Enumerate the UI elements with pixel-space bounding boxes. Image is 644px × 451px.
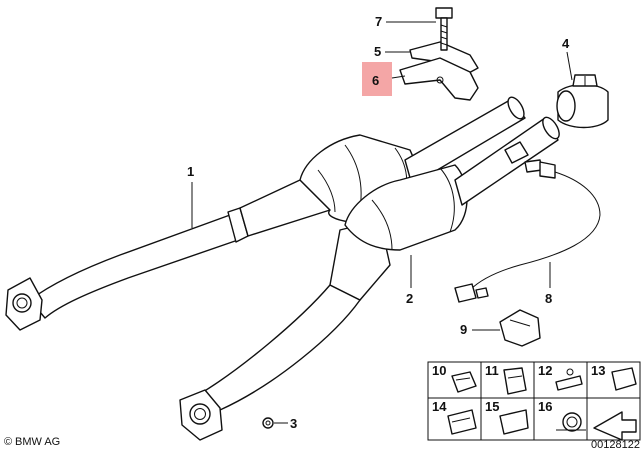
callout-4: 4: [562, 36, 570, 51]
grid-cell-12[interactable]: 12: [538, 363, 583, 391]
grid-cell-14[interactable]: 14: [432, 399, 477, 435]
highlight-box: [362, 62, 392, 96]
diagram-number: 00128122: [591, 439, 640, 451]
callout-1: 1: [187, 164, 194, 179]
callout-5: 5: [374, 44, 381, 59]
grid-cell-10[interactable]: 10: [432, 363, 477, 393]
leader-4: [566, 51, 573, 81]
oxygen-sensor[interactable]: [454, 159, 601, 303]
cable-clip[interactable]: [499, 309, 541, 347]
svg-text:14: 14: [432, 399, 447, 414]
callout-2: 2: [406, 291, 413, 306]
hex-bolt[interactable]: [435, 7, 453, 51]
svg-text:15: 15: [485, 399, 499, 414]
mounting-bracket[interactable]: [399, 41, 479, 101]
pipe-clamp[interactable]: [556, 74, 609, 129]
svg-text:12: 12: [538, 363, 552, 378]
svg-text:10: 10: [432, 363, 446, 378]
callout-9: 9: [460, 322, 467, 337]
front-pipe-left-branch[interactable]: [5, 95, 527, 331]
callout-3: 3: [290, 416, 297, 431]
grid-cell-16[interactable]: 16: [538, 399, 586, 432]
grid-cell-13[interactable]: 13: [591, 363, 637, 391]
copyright-symbol: ©: [4, 436, 12, 448]
arrow-cell[interactable]: [593, 411, 637, 441]
callout-8: 8: [545, 291, 552, 306]
front-pipe-right-branch[interactable]: [179, 115, 562, 441]
svg-text:16: 16: [538, 399, 552, 414]
leader-6: [391, 75, 406, 79]
brand-label: BMW AG: [15, 436, 60, 448]
callout-6: 6: [372, 73, 379, 88]
grid-cell-11[interactable]: 11: [485, 363, 527, 395]
svg-text:11: 11: [485, 363, 499, 378]
callout-7: 7: [375, 14, 382, 29]
hex-nut[interactable]: [262, 417, 274, 429]
svg-text:13: 13: [591, 363, 605, 378]
grid-cell-15[interactable]: 15: [485, 399, 529, 435]
